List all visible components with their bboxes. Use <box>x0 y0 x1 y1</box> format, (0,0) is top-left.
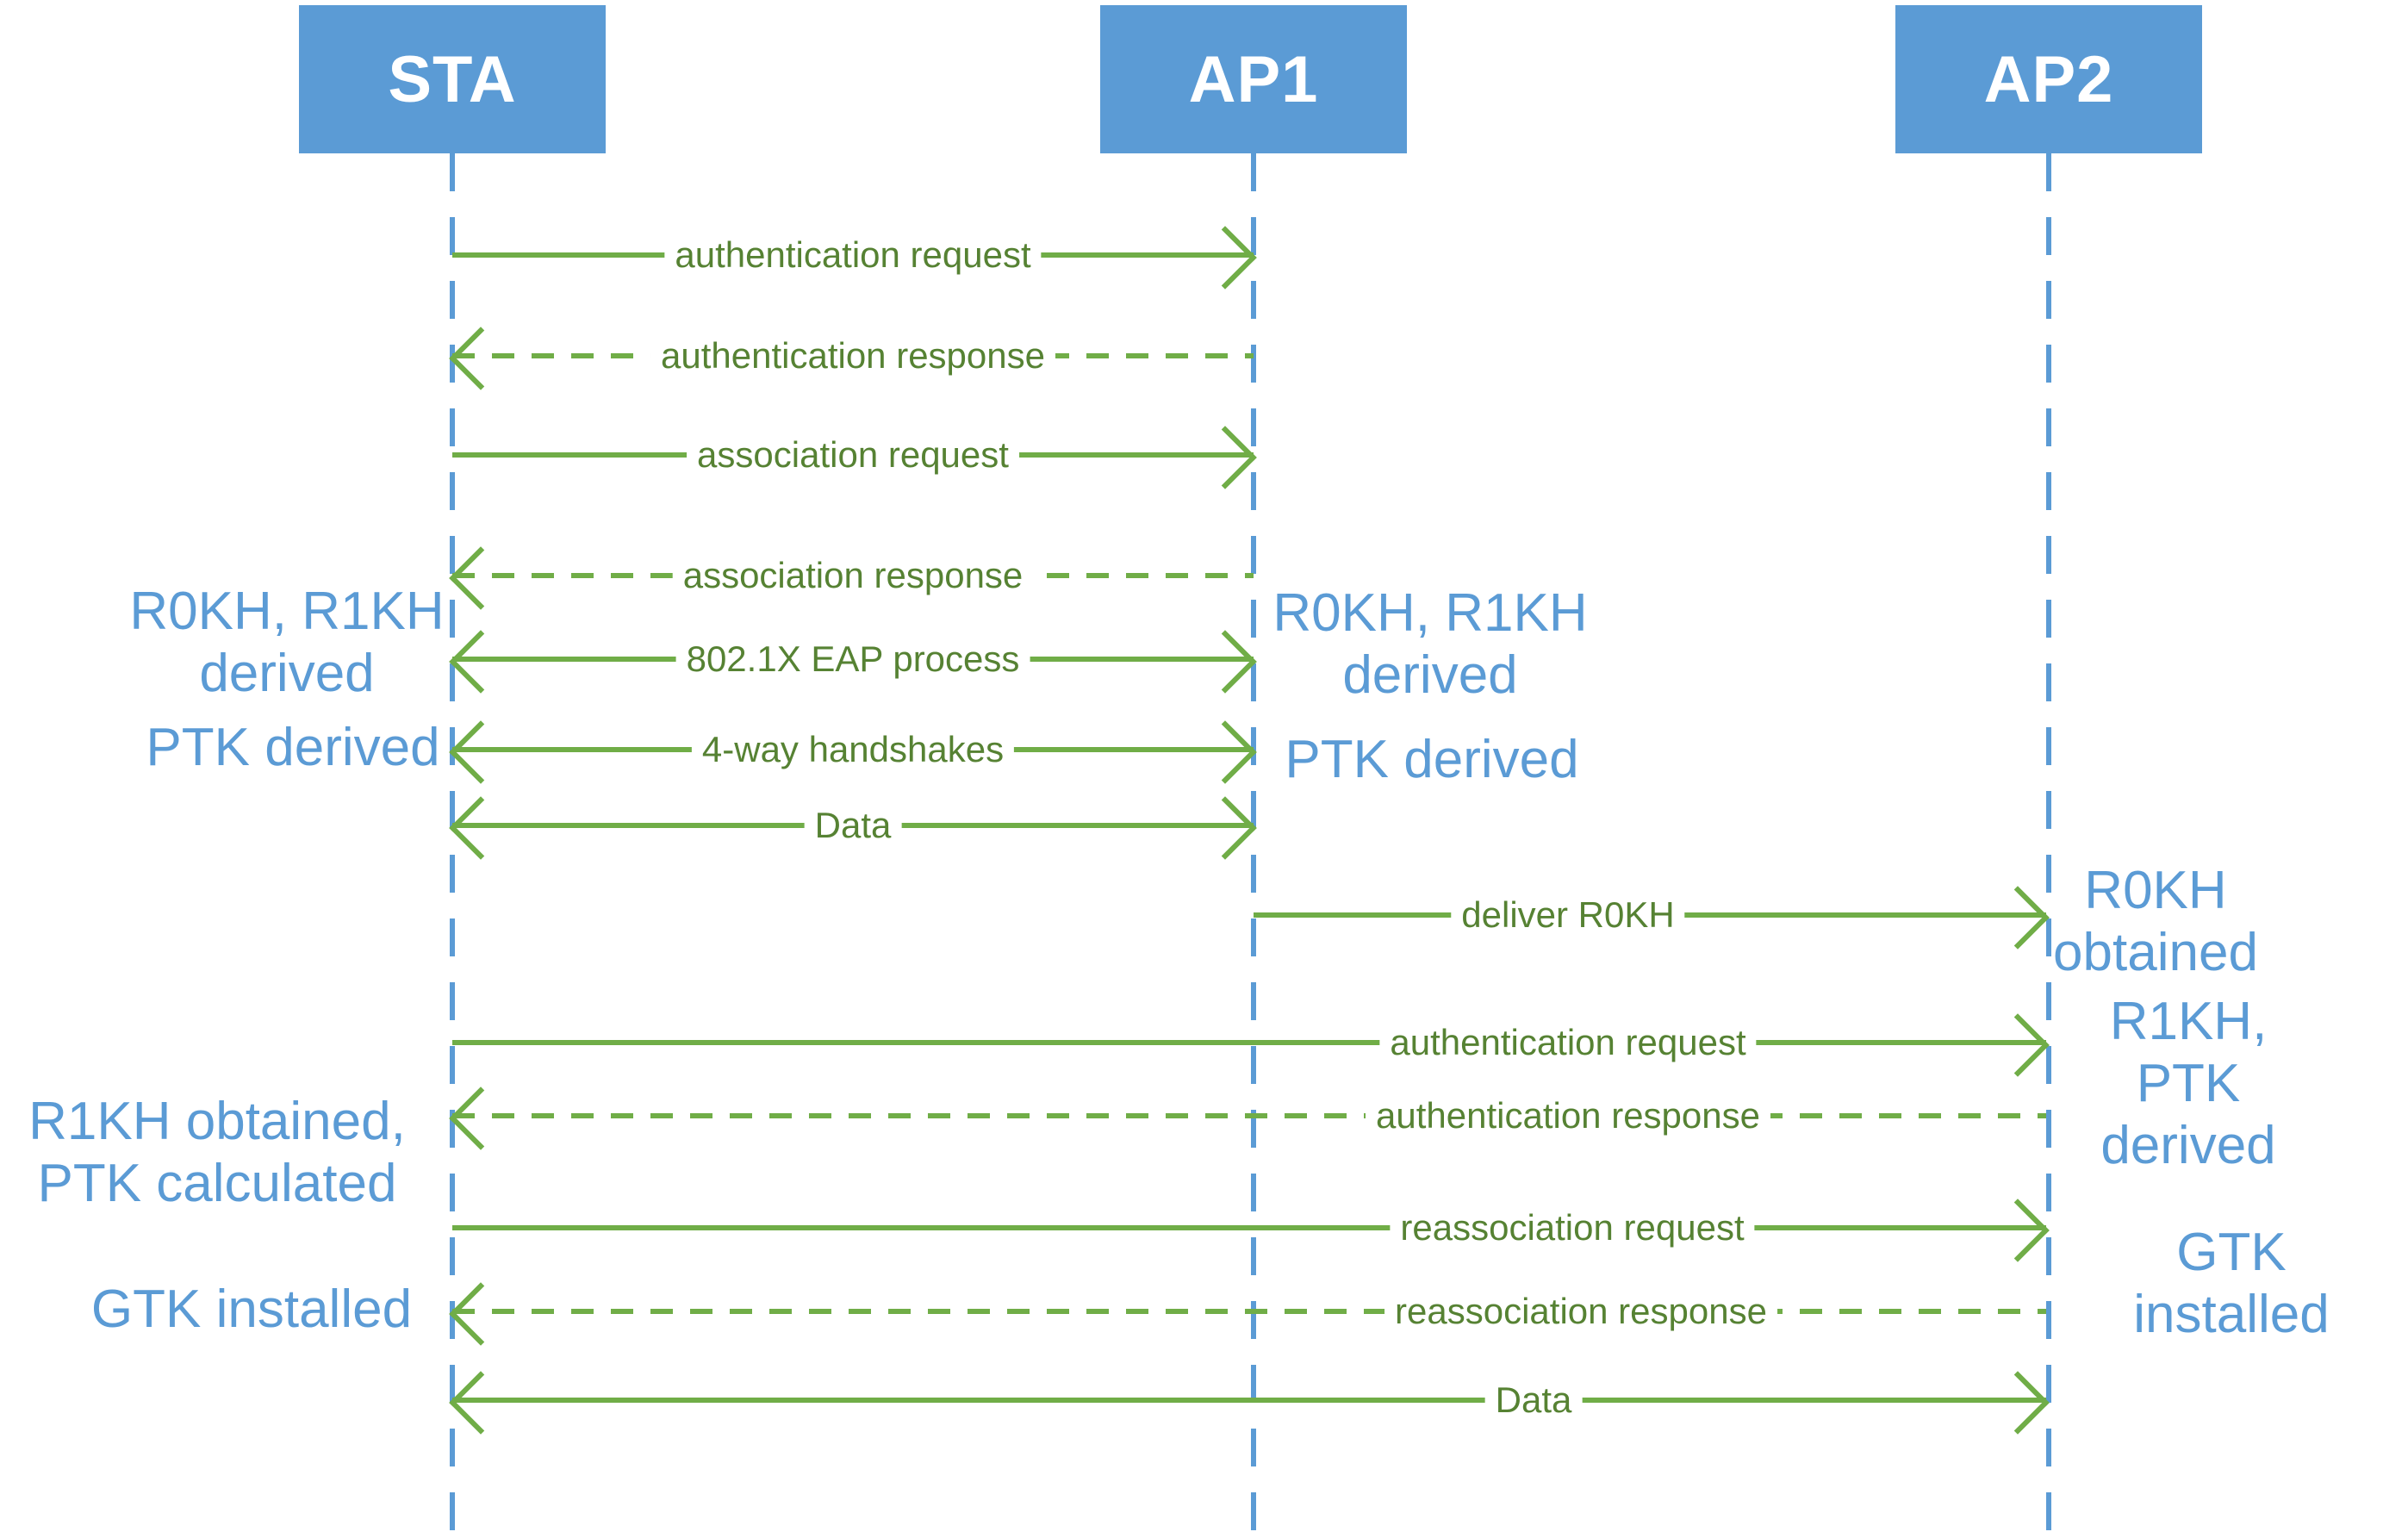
arrowhead-left-icon <box>449 1282 513 1346</box>
message-label: association response <box>672 553 1034 598</box>
message-label: association request <box>687 433 1019 477</box>
message-label: authentication response <box>1366 1093 1770 1138</box>
message-label: reassociation response <box>1384 1289 1777 1334</box>
arrowhead-left-icon <box>449 1371 513 1435</box>
message-label: authentication request <box>664 233 1042 277</box>
arrowhead-right-icon <box>1193 796 1257 860</box>
message-label: authentication response <box>650 333 1055 378</box>
note-r0kh-r1kh-derived-sta: R0KH, R1KH derived <box>129 582 445 703</box>
message-label: reassociation request <box>1390 1205 1755 1250</box>
lifeline-sta <box>450 153 455 1538</box>
arrowhead-left-icon <box>449 720 513 784</box>
arrowhead-right-icon <box>1986 1371 2050 1435</box>
note-ptk-derived-sta: PTK derived <box>146 718 440 778</box>
arrowhead-right-icon <box>1193 720 1257 784</box>
arrowhead-right-icon <box>1986 1199 2050 1262</box>
note-r0kh-obtained-ap2: R0KH obtained <box>2053 861 2258 982</box>
message-line <box>452 1398 2046 1403</box>
message-line <box>452 1225 2046 1230</box>
message-label: Data <box>804 803 902 848</box>
note-r1kh-ptk-derived-ap2: R1KH, PTK derived <box>2100 992 2276 1175</box>
lifeline-ap1 <box>1251 153 1256 1538</box>
arrowhead-left-icon <box>449 630 513 694</box>
arrowhead-left-icon <box>449 546 513 610</box>
arrowhead-right-icon <box>1193 630 1257 694</box>
message-label: deliver R0KH <box>1451 893 1685 937</box>
message-label: authentication request <box>1379 1020 1757 1065</box>
actor-box-ap2: AP2 <box>1895 5 2202 153</box>
arrowhead-left-icon <box>449 327 513 390</box>
message-line <box>452 1113 2046 1118</box>
arrowhead-left-icon <box>449 796 513 860</box>
note-gtk-installed-ap2: GTK installed <box>2133 1223 2330 1344</box>
note-gtk-installed-sta: GTK installed <box>90 1280 413 1340</box>
arrowhead-right-icon <box>1986 1013 2050 1077</box>
message-label: Data <box>1484 1378 1583 1423</box>
lifeline-ap2 <box>2046 153 2051 1538</box>
message-label: 802.1X EAP process <box>675 637 1030 682</box>
note-ptk-derived-ap1: PTK derived <box>1285 730 1579 790</box>
arrowhead-right-icon <box>1986 886 2050 950</box>
message-line <box>452 1309 2046 1314</box>
arrowhead-right-icon <box>1193 426 1257 489</box>
arrowhead-right-icon <box>1193 226 1257 290</box>
message-line <box>452 1040 2046 1045</box>
actor-box-sta: STA <box>299 5 606 153</box>
note-r0kh-r1kh-derived-ap1: R0KH, R1KH derived <box>1272 583 1588 705</box>
message-label: 4-way handshakes <box>691 727 1015 772</box>
note-r1kh-obtained-ptk-calculated-sta: R1KH obtained, PTK calculated <box>28 1092 406 1213</box>
actor-box-ap1: AP1 <box>1100 5 1407 153</box>
arrowhead-left-icon <box>449 1087 513 1150</box>
